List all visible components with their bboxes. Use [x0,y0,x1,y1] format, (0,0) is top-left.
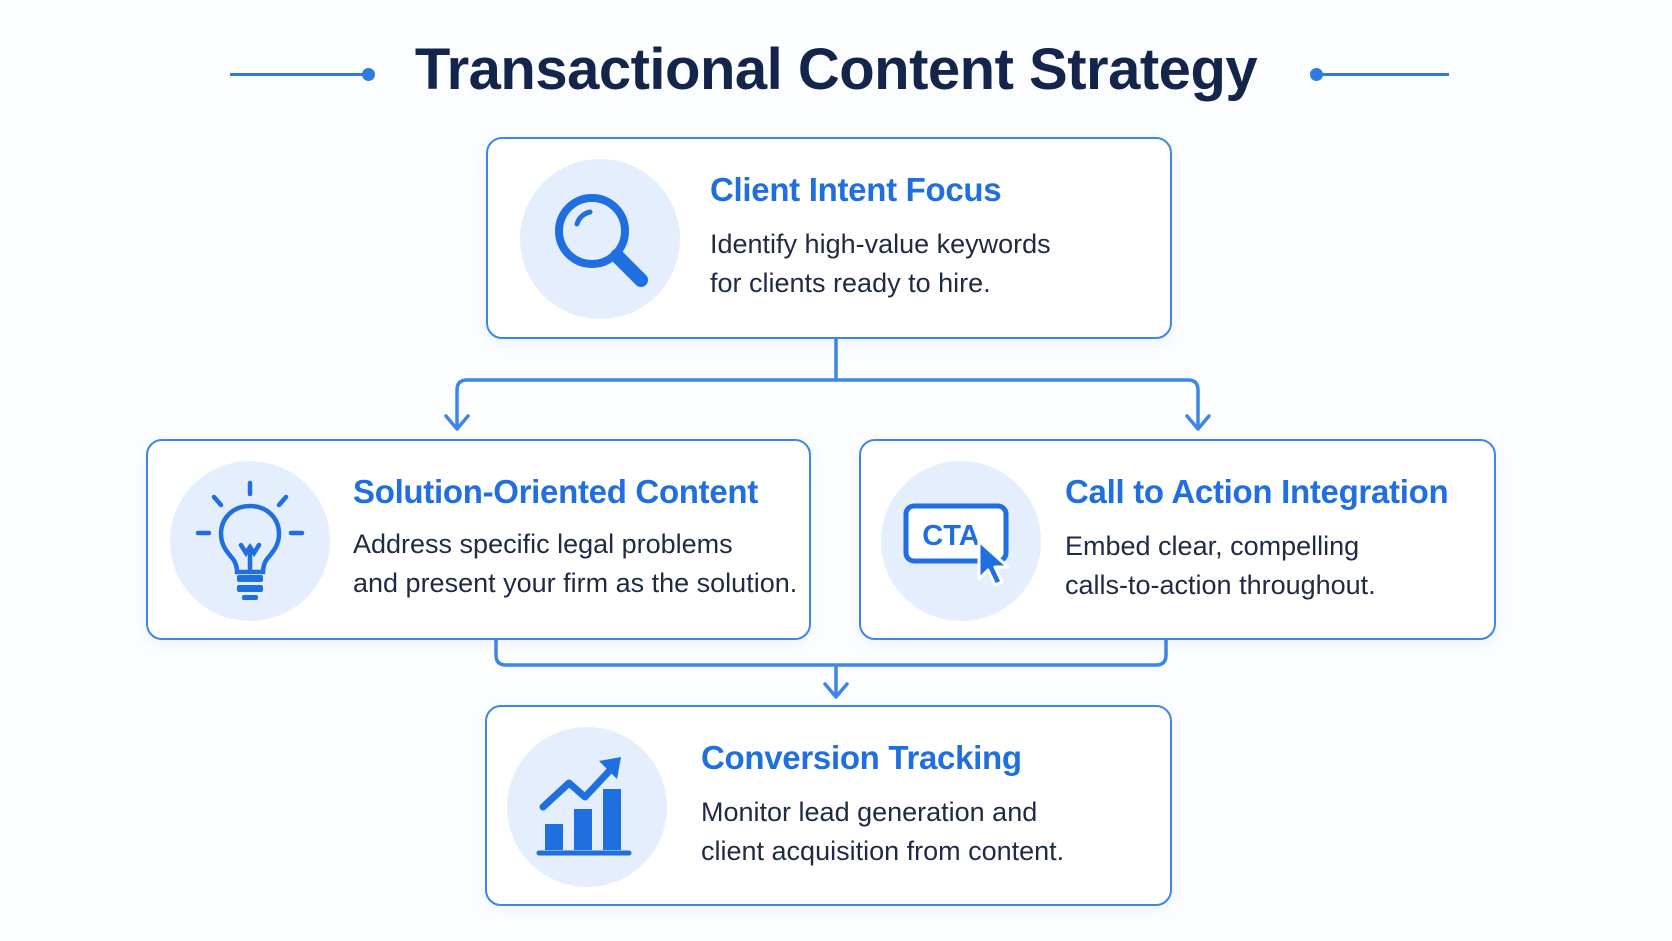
card-description-line: and present your firm as the solution. [353,568,798,598]
card-description-line: Address specific legal problems [353,529,733,559]
card-description-line: client acquisition from content. [701,836,1065,866]
card-description: Embed clear, compelling calls-to-action … [1065,527,1525,605]
connector-split [455,337,1200,429]
card-description-line: Embed clear, compelling [1065,531,1360,561]
diagram-title: Transactional Content Strategy [414,37,1258,102]
card-description: Monitor lead generation and client acqui… [701,793,1161,871]
card-client-intent-focus: Client Intent Focus Identify high-value … [486,137,1172,339]
title-rule-left [230,73,368,76]
lightbulb-icon [170,461,330,621]
card-title: Conversion Tracking [701,739,1022,776]
connector-merge [494,638,1168,697]
cta-cursor-icon: CTA [881,461,1041,621]
cta-icon-label: CTA [922,520,980,552]
card-description-line: calls-to-action throughout. [1065,570,1376,600]
arrow-to-cta [1185,414,1211,431]
card-solution-oriented-content: Solution-Oriented Content Address specif… [146,439,811,640]
card-title: Solution-Oriented Content [353,473,758,510]
arrow-to-solution [444,414,470,431]
card-description-line: Monitor lead generation and [701,797,1038,827]
card-description-line: for clients ready to hire. [710,268,991,298]
card-title: Client Intent Focus [710,171,1002,208]
card-call-to-action-integration: CTA Call to Action Integration Embed cle… [859,439,1496,640]
card-title: Call to Action Integration [1065,473,1449,510]
growth-chart-icon [507,727,667,887]
card-description: Identify high-value keywords for clients… [710,225,1170,303]
magnifying-glass-icon [520,159,680,319]
title-rule-right [1311,73,1449,76]
card-conversion-tracking: Conversion Tracking Monitor lead generat… [485,705,1172,906]
title-dot-left [362,68,375,81]
arrow-to-conversion [823,682,849,699]
card-description: Address specific legal problems and pres… [353,525,813,603]
card-description-line: Identify high-value keywords [710,229,1051,259]
